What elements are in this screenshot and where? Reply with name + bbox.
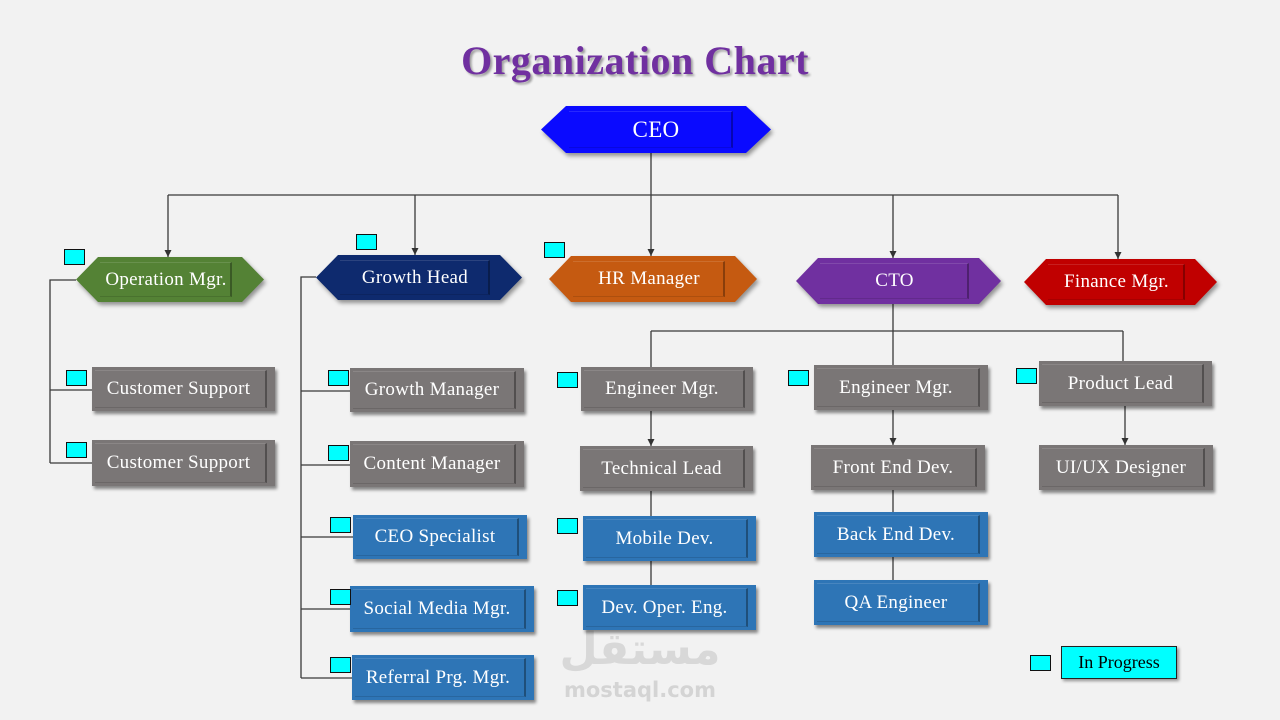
in-progress-marker-hr [544, 242, 565, 258]
in-progress-marker-content-manager [328, 445, 349, 461]
node-label: Engineer Mgr. [605, 378, 719, 399]
finance-label: Finance Mgr. [1064, 271, 1169, 292]
node-label: Social Media Mgr. [363, 598, 511, 619]
in-progress-marker-mobile-dev [557, 518, 578, 534]
legend-label: In Progress [1078, 652, 1160, 672]
legend-box: In Progress [1061, 646, 1177, 679]
hr-label: HR Manager [598, 268, 700, 289]
org-node-product-lead: Product Lead [1039, 361, 1212, 406]
cto-node: CTO [796, 258, 1001, 304]
ceo-label: CEO [632, 116, 680, 142]
in-progress-marker-customer-support-2 [66, 442, 87, 458]
in-progress-marker-growth [356, 234, 377, 250]
finance-node: Finance Mgr. [1024, 259, 1217, 305]
node-label: Dev. Oper. Eng. [601, 596, 728, 618]
org-node-dev-oper-eng: Dev. Oper. Eng. [583, 585, 756, 630]
growth-shape: Growth Head [316, 255, 522, 300]
node-label: QA Engineer [844, 591, 948, 613]
in-progress-marker-engineer-mgr-1 [557, 372, 578, 388]
node-label: Referral Prg. Mgr. [365, 666, 511, 688]
operation-shape: Operation Mgr. [76, 257, 264, 302]
watermark-logo: مستقل [559, 624, 721, 675]
hr-shape-bevel [573, 261, 725, 297]
operation-node: Operation Mgr. [76, 257, 264, 302]
in-progress-marker-operation [64, 249, 85, 265]
org-node-social-media-mgr: Social Media Mgr. [350, 586, 534, 632]
in-progress-marker-referral-prg-mgr [330, 657, 351, 673]
node-label: Content Manager [363, 453, 501, 474]
finance-shape: Finance Mgr. [1024, 259, 1217, 305]
node-label: Front End Dev. [832, 456, 954, 478]
org-node-referral-prg-mgr: Referral Prg. Mgr. [352, 655, 534, 700]
org-node-content-manager: Content Manager [350, 441, 524, 487]
in-progress-marker-social-media-mgr [330, 589, 351, 605]
node-label: Engineer Mgr. [839, 376, 953, 398]
in-progress-marker-dev-oper-eng [557, 590, 578, 606]
node-label: Product Lead [1067, 372, 1174, 394]
hr-shape: HR Manager [549, 256, 757, 302]
watermark-site: mostaql.com [564, 678, 716, 702]
in-progress-marker-ceo-specialist [330, 517, 351, 533]
node-label: Mobile Dev. [615, 527, 714, 549]
in-progress-marker-engineer-mgr-2 [788, 370, 809, 386]
ceo-shape-bevel [569, 111, 733, 148]
operation-label: Operation Mgr. [105, 268, 227, 290]
node-label: Technical Lead [601, 457, 722, 479]
node-label: Growth Manager [364, 379, 500, 400]
in-progress-marker-growth-manager [328, 370, 349, 386]
connector-growth-bracket [300, 276, 316, 678]
org-node-growth-manager: Growth Manager [350, 368, 524, 412]
operation-shape-bevel [100, 262, 232, 297]
org-node-engineer-mgr-1: Engineer Mgr. [581, 367, 753, 411]
cto-shape-bevel [820, 263, 969, 299]
node-label: Customer Support [106, 378, 251, 399]
in-progress-marker-product-lead [1016, 368, 1037, 384]
chart-title: Organization Chart [461, 38, 809, 83]
finance-shape-bevel [1048, 264, 1185, 300]
growth-node: Growth Head [316, 255, 522, 300]
cto-label: CTO [875, 270, 914, 291]
growth-label: Growth Head [361, 266, 469, 288]
org-node-ceo-specialist: CEO Specialist [353, 515, 527, 559]
node-label: UI/UX Designer [1055, 456, 1187, 478]
org-node-technical-lead: Technical Lead [580, 446, 753, 491]
hr-node: HR Manager [549, 256, 757, 302]
org-node-back-end-dev: Back End Dev. [814, 512, 988, 557]
org-node-ui-ux-designer: UI/UX Designer [1039, 445, 1213, 490]
org-node-engineer-mgr-2: Engineer Mgr. [814, 365, 988, 410]
ceo-shape: CEO [541, 106, 771, 153]
org-node-qa-engineer: QA Engineer [814, 580, 988, 625]
legend-swatch [1030, 655, 1051, 671]
cto-shape: CTO [796, 258, 1001, 304]
org-node-mobile-dev: Mobile Dev. [583, 516, 756, 561]
growth-shape-bevel [340, 260, 490, 295]
node-label: Back End Dev. [836, 523, 956, 545]
ceo-node: CEO [541, 106, 771, 153]
org-node-customer-support-2: Customer Support [92, 440, 275, 486]
connector-operation-bracket [49, 279, 76, 463]
org-node-customer-support-1: Customer Support [92, 367, 275, 411]
org-node-front-end-dev: Front End Dev. [811, 445, 985, 490]
in-progress-marker-customer-support-1 [66, 370, 87, 386]
node-label: CEO Specialist [374, 526, 496, 547]
node-label: Customer Support [106, 452, 251, 473]
